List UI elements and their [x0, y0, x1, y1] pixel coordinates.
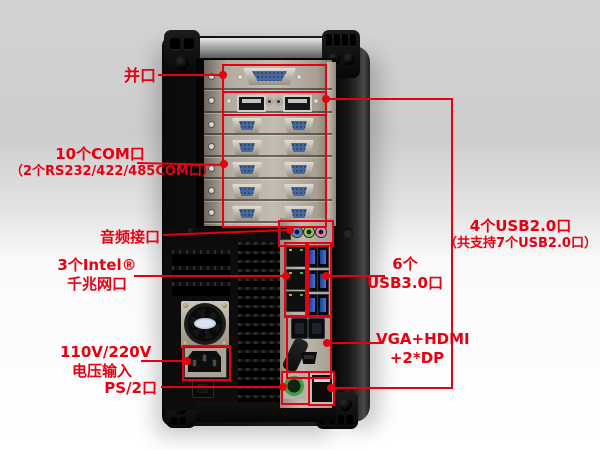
- callout-line: [141, 360, 187, 362]
- callout-line: [451, 98, 453, 389]
- audio-jack-line-in: [292, 227, 302, 237]
- callout-dot: [282, 272, 290, 280]
- lan-label-line1: 3个Intel®: [57, 256, 137, 274]
- callout-box-usb2-row: [222, 91, 327, 116]
- callout-dot: [323, 339, 331, 347]
- callout-line: [158, 74, 224, 76]
- callout-line: [327, 98, 453, 100]
- fan-label: [194, 318, 216, 329]
- aux-connector: [275, 98, 282, 105]
- power-switch: [192, 380, 214, 398]
- com-port: [284, 118, 314, 133]
- com-port: [232, 206, 262, 221]
- audio-jack-line-out: [304, 227, 314, 237]
- slot-rail: [327, 62, 336, 226]
- com-ports-label: 10个COM口 （2个RS232/422/485COM口）: [10, 145, 215, 180]
- displayport: [291, 318, 308, 339]
- power-label-line1: 110V/220V: [60, 343, 152, 361]
- ps2-label: PS/2口: [104, 379, 157, 397]
- callout-box-com: [222, 114, 327, 228]
- bumper-top-left: [164, 30, 200, 78]
- displayport: [308, 318, 325, 339]
- usb3-label: 6个 USB3.0口: [365, 255, 445, 293]
- com-port: [232, 118, 262, 133]
- usb2-label-line1: 4个USB2.0口: [469, 217, 572, 235]
- callout-dot: [286, 226, 294, 234]
- callout-dot: [322, 272, 330, 280]
- callout-box-usb3: [305, 242, 332, 318]
- port-screw: [297, 75, 301, 79]
- com-port: [232, 184, 262, 199]
- hdmi-port: [301, 352, 317, 364]
- side-hole: [343, 228, 353, 238]
- callout-dot: [220, 160, 228, 168]
- parallel-port: [243, 68, 296, 85]
- lan-label: 3个Intel® 千兆网口: [55, 256, 139, 294]
- usb2-port: [283, 95, 312, 112]
- ac-inlet: [184, 347, 227, 378]
- psu-fan: [181, 301, 229, 348]
- usb2-label: 4个USB2.0口 （共支持7个USB2.0口）: [443, 217, 598, 252]
- vent-grille: [238, 242, 282, 402]
- audio-jack-mic: [316, 227, 326, 237]
- callout-dot: [219, 71, 227, 79]
- port-screw: [238, 75, 242, 79]
- callout-dot: [183, 357, 191, 365]
- callout-line: [330, 342, 382, 344]
- aux-connector: [266, 98, 273, 105]
- com-label-line1: 10个COM口: [55, 145, 145, 163]
- com-port: [284, 140, 314, 155]
- chassis-side-panel: [336, 46, 370, 422]
- port-screw: [227, 99, 231, 103]
- parallel-port-label: 并口: [123, 66, 156, 85]
- callout-dot: [279, 383, 287, 391]
- usb3-label-line1: 6个: [392, 255, 418, 273]
- callout-box-lan: [284, 242, 309, 318]
- vent-grille: [172, 250, 230, 296]
- lan-label-line2: 千兆网口: [66, 274, 127, 293]
- ps2-port: [284, 376, 304, 396]
- com-port: [232, 140, 262, 155]
- callout-line: [329, 275, 385, 277]
- com-port: [232, 162, 262, 177]
- display-label-line2: +2*DP: [389, 348, 445, 367]
- com-port: [284, 162, 314, 177]
- usb2-label-line2: （共支持7个USB2.0口）: [444, 235, 597, 251]
- callout-line: [134, 275, 286, 277]
- audio-label: 音频接口: [99, 228, 160, 246]
- display-label-line1: VGA+HDMI: [376, 330, 470, 348]
- port-screw: [314, 99, 318, 103]
- chassis-top-edge: [196, 38, 338, 58]
- usb3-label-line2: USB3.0口: [367, 273, 443, 292]
- callout-box-parallel: [222, 64, 327, 93]
- callout-dot: [327, 384, 335, 392]
- com-port: [284, 206, 314, 221]
- callout-line: [161, 386, 283, 388]
- callout-line: [333, 387, 453, 389]
- callout-box-display: [286, 315, 332, 379]
- com-port: [284, 184, 314, 199]
- callout-dot: [322, 95, 330, 103]
- usb2-port: [237, 95, 266, 112]
- com-label-line2: （2个RS232/422/485COM口）: [10, 163, 215, 179]
- display-label: VGA+HDMI +2*DP: [376, 330, 470, 368]
- power-label-line2: 电压输入: [71, 361, 132, 380]
- power-input-label: 110V/220V 电压输入: [60, 343, 152, 381]
